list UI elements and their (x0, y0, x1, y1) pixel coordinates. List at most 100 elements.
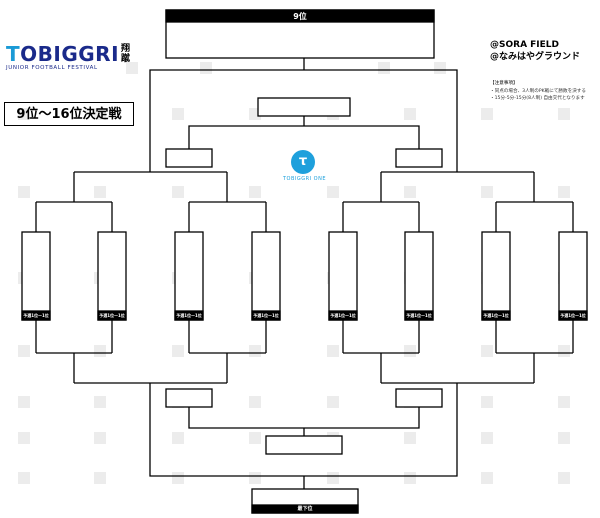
team-column-box (328, 231, 358, 321)
team-boxes (21, 9, 588, 514)
semifinal-box (165, 148, 213, 168)
grid-marker (172, 345, 184, 357)
team-column-box (174, 231, 204, 321)
notes-block: 【注意事項】 ・同点の場合、3人制のPK戦にて勝敗を決する ・15分-5分-15… (490, 80, 586, 103)
match-label: 予選1位ー1位 (176, 313, 202, 318)
team-column-footer (174, 310, 204, 321)
notes-item: ・同点の場合、3人制のPK戦にて勝敗を決する (490, 88, 586, 94)
tobiggri-one-emblem: τ TOBIGGRI ONE (283, 150, 327, 182)
grid-marker (18, 472, 30, 484)
grid-marker (94, 396, 106, 408)
team-column-footer (21, 310, 51, 321)
grid-marker (404, 345, 416, 357)
grid-marker (18, 108, 30, 120)
emblem-text: TOBIGGRI ONE (283, 176, 327, 182)
match-label: 予選1位ー1位 (23, 313, 49, 318)
emblem-icon: τ (291, 150, 315, 174)
match-label: 予選1位ー1位 (99, 313, 125, 318)
grid-marker (249, 396, 261, 408)
final-box (257, 97, 351, 117)
logo-wordmark: TOBIGGRI (6, 42, 120, 66)
team-column-footer (481, 310, 511, 321)
team-column-footer (97, 310, 127, 321)
team-column-box (21, 231, 51, 321)
grid-marker (404, 432, 416, 444)
grid-marker (18, 186, 30, 198)
grid-marker (327, 396, 339, 408)
team-column-footer (558, 310, 588, 321)
grid-marker (481, 345, 493, 357)
bracket-lines (35, 58, 574, 489)
grid-marker (481, 472, 493, 484)
grid-marker (434, 62, 446, 74)
grid-marker (18, 345, 30, 357)
grid-marker (249, 345, 261, 357)
grid-marker (558, 108, 570, 120)
final-box (265, 435, 343, 455)
bracket-line (188, 407, 420, 429)
team-column-footer (251, 310, 281, 321)
grid-marker (327, 186, 339, 198)
grid-marker (126, 62, 138, 74)
top-rank-label: 9位 (293, 12, 307, 21)
grid-marker (94, 108, 106, 120)
team-column-footer (328, 310, 358, 321)
semifinal-box (395, 148, 443, 168)
match-label: 予選1位ー1位 (560, 313, 586, 318)
grid-marker (94, 432, 106, 444)
grid-marker (327, 345, 339, 357)
grid-marker (18, 432, 30, 444)
semifinal-box (395, 388, 443, 408)
grid-marker (481, 186, 493, 198)
team-column-footer (404, 310, 434, 321)
grid-marker (172, 108, 184, 120)
top-rank-header (165, 9, 435, 23)
grid-marker (249, 432, 261, 444)
notes-item: ・15分-5分-15分(8人制) 自由交代となります (490, 96, 585, 101)
grid-marker (18, 396, 30, 408)
venue-line-2: @なみはやグラウンド (490, 52, 581, 62)
grid-marker (378, 62, 390, 74)
semifinal-box (165, 388, 213, 408)
grid-marker (172, 186, 184, 198)
logo-kanji: 翔蹴 (121, 44, 131, 64)
grid-marker (481, 432, 493, 444)
team-column-box (481, 231, 511, 321)
grid-marker (172, 472, 184, 484)
grid-marker (94, 186, 106, 198)
team-column-box (251, 231, 281, 321)
grid-marker (558, 345, 570, 357)
match-label: 予選1位ー1位 (406, 313, 432, 318)
page-title: 9位〜16位決定戦 (4, 102, 134, 126)
grid-marker (558, 432, 570, 444)
match-label: 予選1位ー1位 (330, 313, 356, 318)
grid-marker (200, 62, 212, 74)
grid-marker (404, 472, 416, 484)
match-label: 予選1位ー1位 (483, 313, 509, 318)
grid-marker (481, 108, 493, 120)
bottom-rank-label: 最下位 (297, 506, 313, 512)
grid-marker (558, 186, 570, 198)
grid-marker (404, 108, 416, 120)
grid-marker (249, 472, 261, 484)
grid-marker (558, 396, 570, 408)
venue-line-1: @SORA FIELD (490, 40, 560, 50)
team-column-box (558, 231, 588, 321)
logo-subtitle: JUNIOR FOOTBALL FESTIVAL (6, 65, 98, 71)
grid-marker (481, 396, 493, 408)
grid-marker (249, 186, 261, 198)
tobiggri-logo: TOBIGGRI 翔蹴 JUNIOR FOOTBALL FESTIVAL (6, 44, 156, 71)
bottom-rank-footer (251, 504, 359, 514)
grid-marker (94, 472, 106, 484)
team-column-box (97, 231, 127, 321)
grid-marker (404, 186, 416, 198)
bracket-line (188, 125, 420, 149)
grid-marker (94, 345, 106, 357)
team-column-box (404, 231, 434, 321)
notes-heading: 【注意事項】 (490, 81, 518, 86)
match-label: 予選1位ー1位 (253, 313, 279, 318)
grid-marker (172, 432, 184, 444)
grid-marker (558, 472, 570, 484)
grid-marker (327, 472, 339, 484)
